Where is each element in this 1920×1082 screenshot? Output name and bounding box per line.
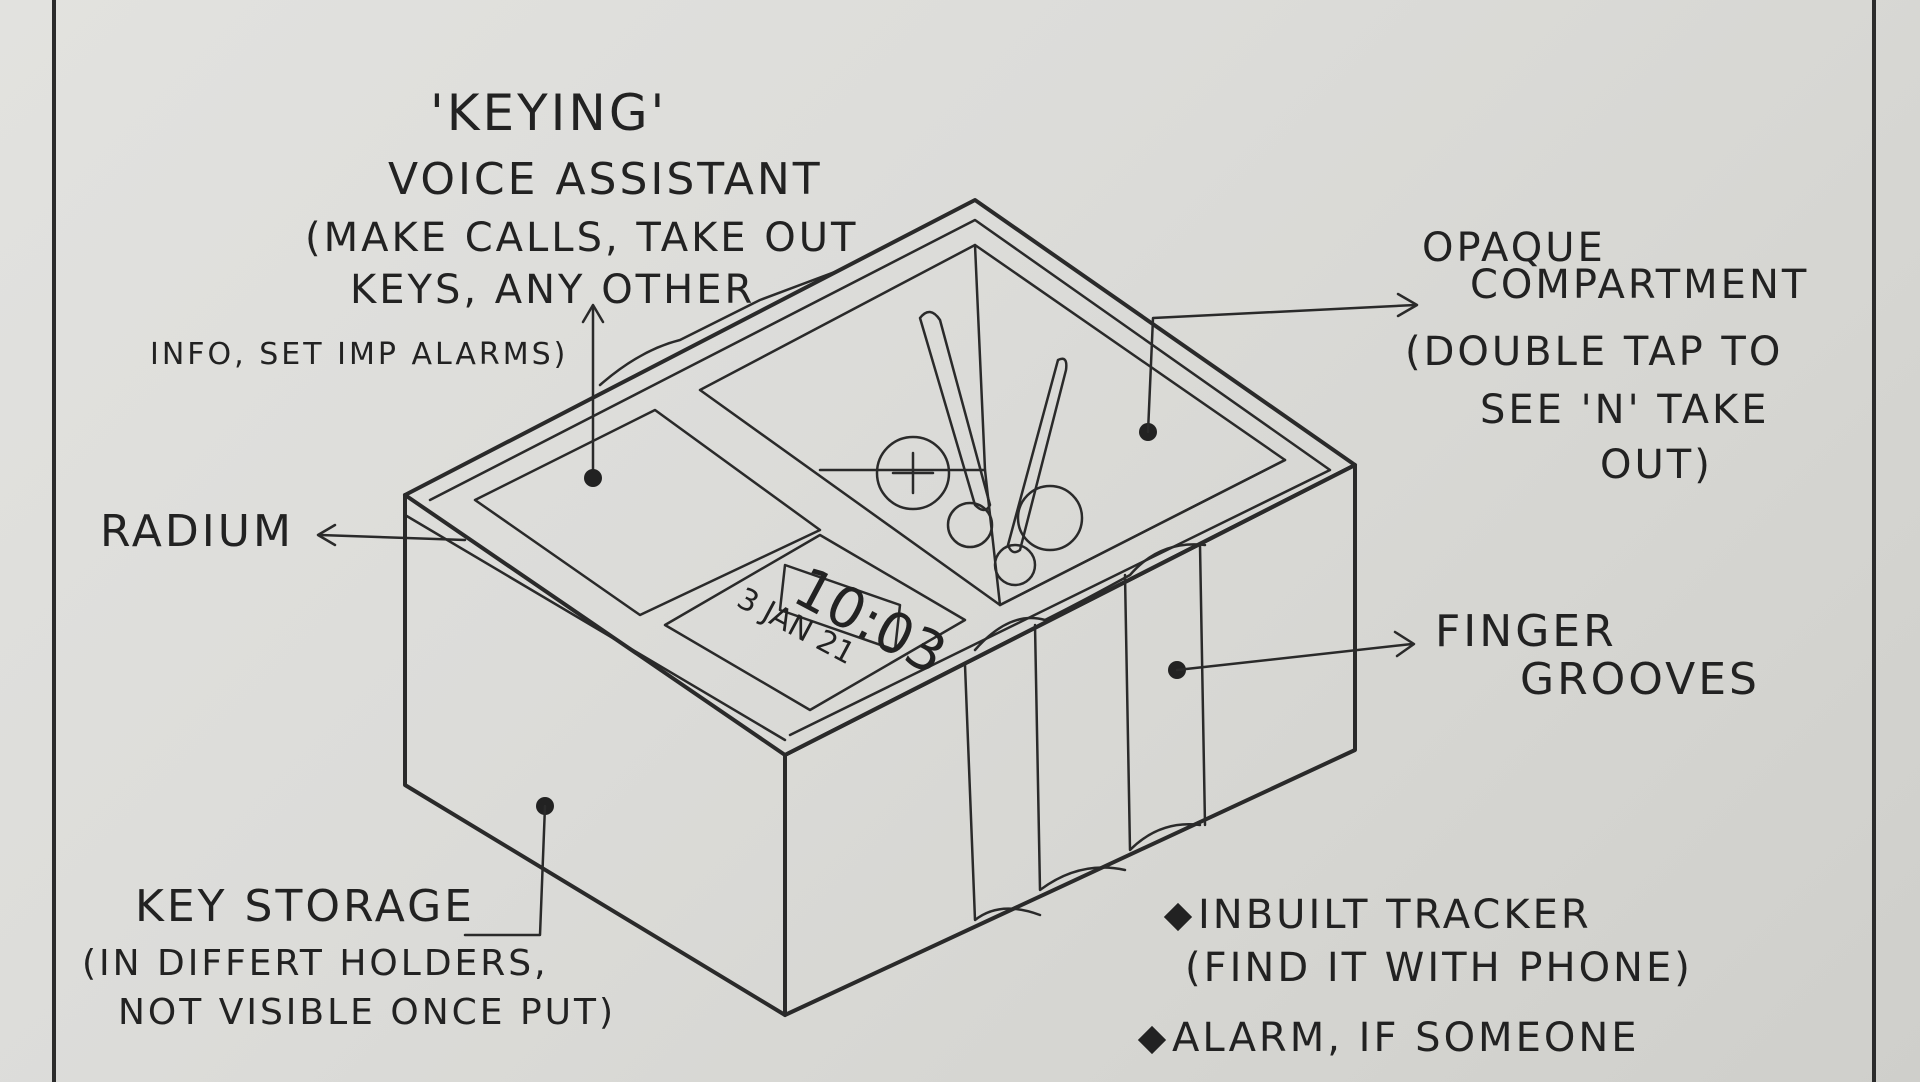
lid-edge	[598, 268, 842, 387]
label-opaque-line1: OPAQUE	[1422, 225, 1606, 271]
left-margin-line	[52, 0, 56, 1082]
label-opaque-line4: SEE 'N' TAKE	[1480, 387, 1770, 433]
label-opaque-line2: COMPARTMENT	[1470, 262, 1810, 308]
note-alarm: ALARM, IF SOMEONE	[1137, 1015, 1640, 1061]
note-tracker: INBUILT TRACKER	[1163, 892, 1592, 938]
note-tracker-text: INBUILT TRACKER	[1198, 892, 1592, 938]
label-opaque-line5: OUT)	[1600, 442, 1713, 488]
label-voice-assistant: VOICE ASSISTANT	[388, 154, 823, 205]
bullet-diamond-icon	[1137, 1025, 1167, 1055]
right-margin-line	[1872, 0, 1876, 1082]
note-alarm-text: ALARM, IF SOMEONE	[1172, 1015, 1640, 1061]
keys-sketch	[875, 310, 1084, 587]
label-radium: RADIUM	[100, 506, 294, 557]
bullet-diamond-icon	[1163, 902, 1193, 932]
clock-display-panel: 10:03 3 JAN 21	[663, 533, 967, 712]
note-tracker-detail: (FIND IT WITH PHONE)	[1185, 945, 1693, 991]
label-finger: FINGER	[1435, 606, 1617, 657]
label-key-storage-line2: (IN DIFFERT HOLDERS,	[82, 943, 549, 984]
opaque-compartment	[698, 243, 1287, 607]
speaker-grille	[473, 408, 822, 617]
label-grooves: GROOVES	[1520, 654, 1760, 705]
finger-grooves	[963, 543, 1207, 922]
label-key-storage-line3: NOT VISIBLE ONCE PUT)	[118, 992, 617, 1033]
title-keying: 'KEYING'	[430, 84, 668, 142]
label-va-line2: KEYS, ANY OTHER	[350, 267, 756, 313]
leader-arrows	[316, 292, 1419, 937]
label-va-line3: INFO, SET IMP ALARMS)	[150, 337, 569, 372]
label-va-line1: (MAKE CALLS, TAKE OUT	[305, 215, 859, 261]
label-opaque-line3: (DOUBLE TAP TO	[1405, 329, 1784, 375]
label-key-storage: KEY STORAGE	[135, 881, 475, 932]
